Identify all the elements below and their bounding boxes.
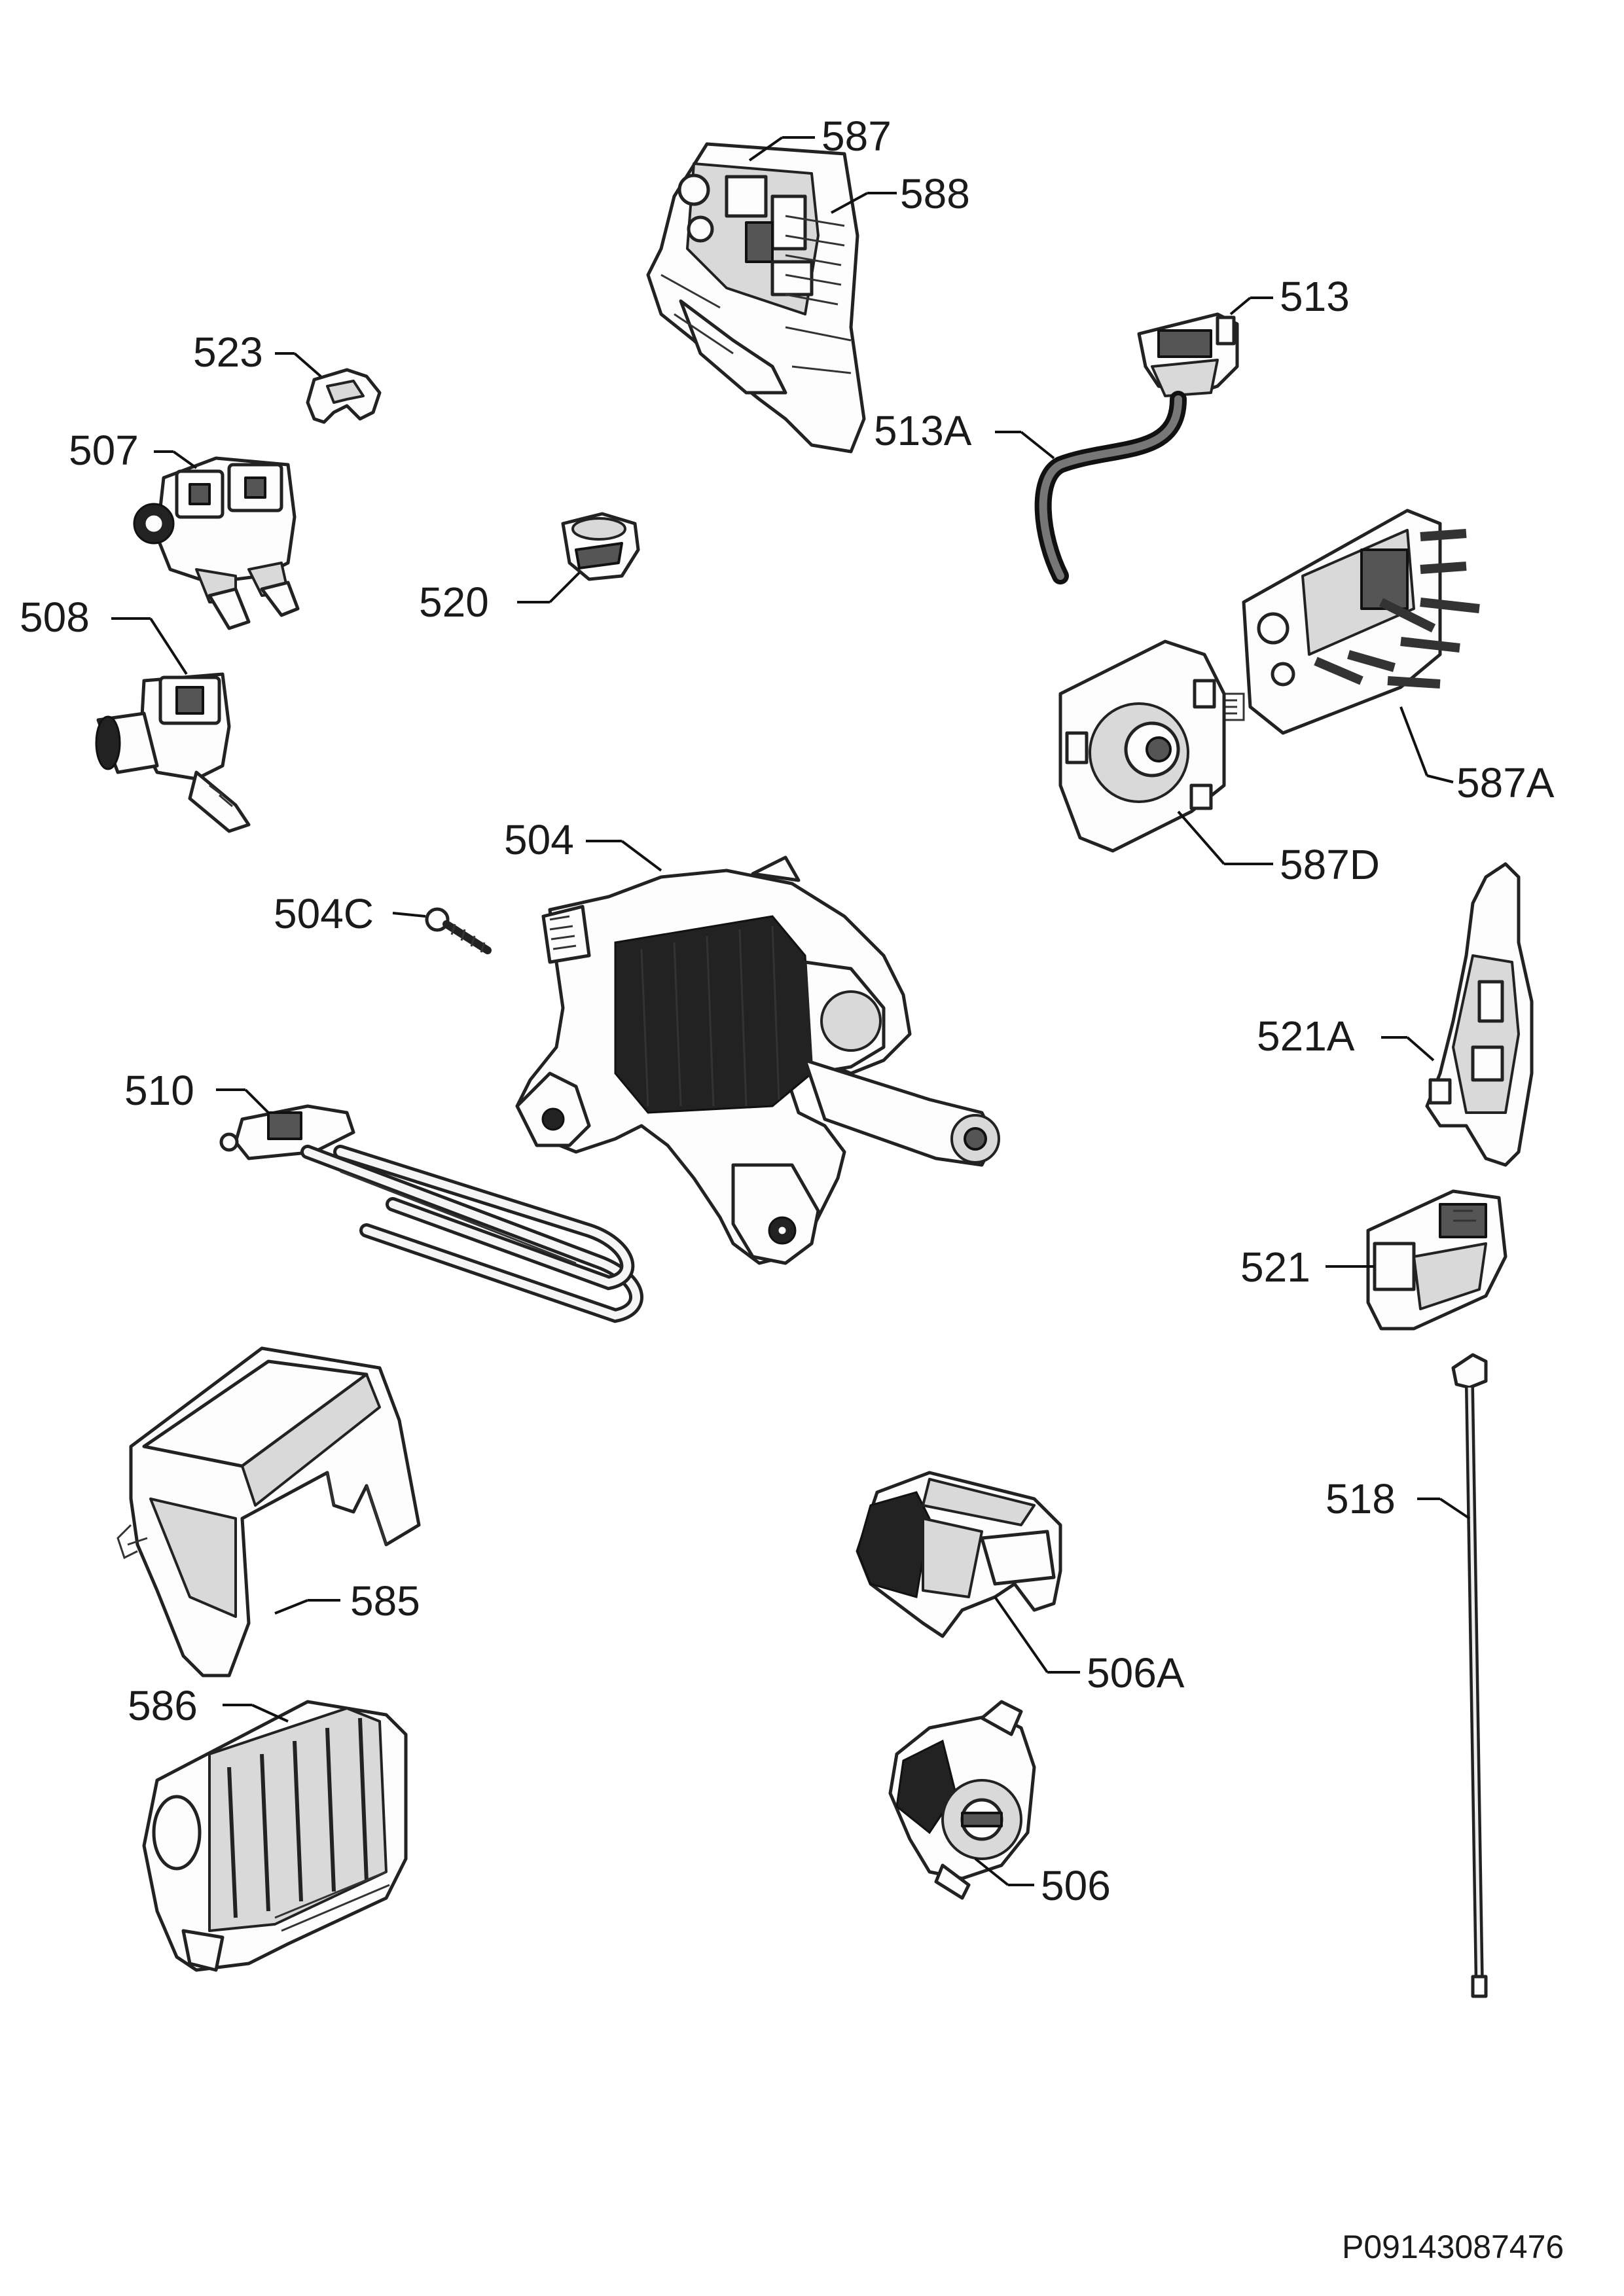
part-510-heating-element <box>219 1104 643 1323</box>
label-504: 504 <box>504 816 574 863</box>
label-588: 588 <box>900 170 970 217</box>
part-587D-program-selector <box>1058 639 1226 853</box>
label-510: 510 <box>124 1067 194 1114</box>
part-587A-display-board <box>1218 509 1480 735</box>
part-521A-door-catch <box>1425 862 1534 1167</box>
part-labels: 587 588 523 513 507 513A 520 508 587A 50… <box>20 113 1555 1909</box>
part-507-inlet-valve <box>133 456 300 630</box>
document-number: P09143087476 <box>1342 2229 1564 2265</box>
label-520: 520 <box>419 579 489 626</box>
part-508-inlet-valve <box>95 672 251 833</box>
label-507: 507 <box>69 427 139 474</box>
label-521: 521 <box>1240 1244 1310 1291</box>
part-513A-pressure-hose <box>1034 391 1187 584</box>
label-587A: 587A <box>1456 759 1555 806</box>
label-506A: 506A <box>1087 1649 1185 1696</box>
part-521-door-interlock <box>1366 1189 1507 1331</box>
part-520-clamp <box>561 512 640 581</box>
part-585-cover <box>117 1346 421 1677</box>
part-506-drain-pump <box>888 1700 1036 1900</box>
label-513A: 513A <box>874 407 972 454</box>
part-504C-screw <box>425 907 492 954</box>
label-586: 586 <box>128 1682 198 1729</box>
label-508: 508 <box>20 594 90 641</box>
label-518: 518 <box>1326 1475 1396 1522</box>
label-587: 587 <box>821 113 892 160</box>
part-513-pressure-switch <box>1137 312 1239 397</box>
part-504-motor <box>515 855 1000 1265</box>
label-523: 523 <box>193 329 263 376</box>
label-504C: 504C <box>274 890 374 937</box>
part-518-cable-tie <box>1451 1353 1488 1998</box>
part-586-motor-filter-housing <box>142 1700 408 1972</box>
label-521A: 521A <box>1257 1013 1355 1060</box>
label-585: 585 <box>350 1577 420 1624</box>
part-523-clip <box>306 368 382 424</box>
label-506: 506 <box>1041 1862 1111 1909</box>
part-506A-pump-cover <box>856 1471 1062 1638</box>
label-587D: 587D <box>1280 841 1380 888</box>
part-587-588-control-board <box>646 142 866 454</box>
label-513: 513 <box>1280 273 1350 320</box>
